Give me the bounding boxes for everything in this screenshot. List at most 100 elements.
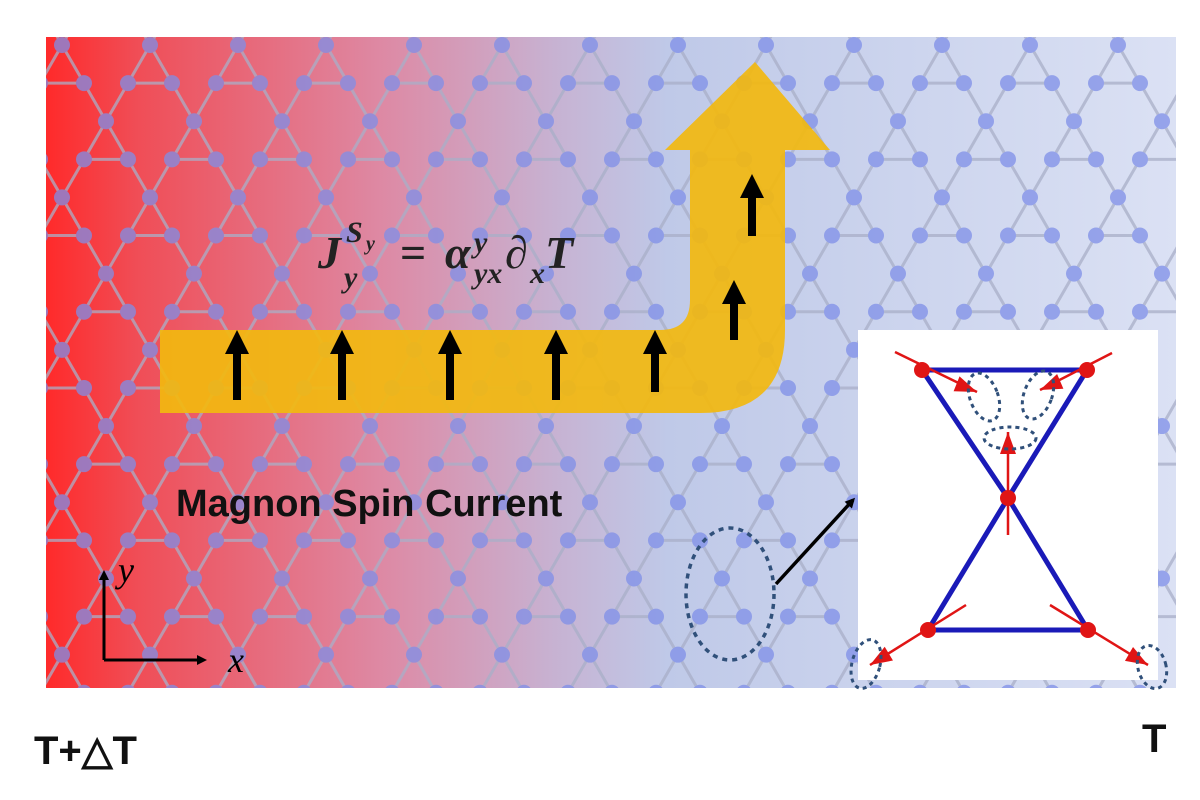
lattice-site (1045, 684, 1059, 688)
lattice-site (890, 265, 906, 282)
lattice-site (472, 303, 488, 320)
lattice-site (208, 151, 224, 168)
lattice-site (0, 380, 4, 396)
lattice-site (362, 723, 378, 739)
lattice-site (120, 532, 136, 549)
lattice-site (912, 151, 928, 168)
lattice-site (46, 382, 48, 394)
lattice-site (208, 75, 224, 92)
lattice-site (253, 684, 267, 688)
lattice-site (1000, 75, 1016, 92)
lattice-site (428, 151, 444, 168)
lattice-site (164, 75, 180, 92)
lattice-site (0, 532, 4, 548)
pointer-arrow (774, 497, 856, 586)
spin-configuration-inset (849, 330, 1169, 691)
lattice-site (582, 189, 598, 206)
lattice-site (517, 684, 531, 688)
lattice-site (472, 151, 488, 168)
lattice-site (54, 646, 70, 663)
lattice-site (824, 379, 840, 396)
lattice-site (274, 723, 290, 739)
lattice-site (76, 227, 92, 244)
lattice-site (648, 761, 664, 777)
lattice-site (1089, 684, 1103, 688)
lattice-site (1044, 227, 1060, 244)
lattice-site (825, 684, 839, 688)
lattice-site (560, 151, 576, 168)
lattice-site (648, 303, 664, 320)
lattice-site (164, 761, 180, 777)
lattice-site (934, 189, 950, 206)
cold-side-temperature-label: T (1142, 717, 1166, 761)
lattice-site (604, 227, 620, 244)
lattice-site (780, 608, 796, 625)
lattice-site (318, 646, 334, 663)
lattice-site (692, 761, 708, 777)
lattice-site (912, 227, 928, 244)
lattice-site (1132, 75, 1148, 92)
lattice-site (604, 456, 620, 473)
lattice-site (46, 230, 48, 241)
lattice-site (736, 0, 752, 15)
lattice-site (1176, 0, 1192, 15)
lattice-site (1176, 761, 1192, 777)
lattice-site (516, 151, 532, 168)
lattice-site (560, 456, 576, 473)
lattice-site (362, 113, 378, 130)
lattice-site (450, 265, 466, 282)
lattice-site (54, 341, 70, 358)
inset-spin-arrows (869, 350, 1149, 667)
lattice-site (46, 306, 48, 318)
lattice-site (274, 418, 290, 435)
lattice-site (538, 723, 554, 739)
lattice-site (252, 761, 268, 777)
lattice-site (428, 75, 444, 92)
lattice-site (561, 684, 575, 688)
lattice-site (76, 151, 92, 168)
lattice-site (0, 0, 4, 15)
lattice-site (1132, 151, 1148, 168)
lattice-site (46, 687, 47, 688)
lattice-site (824, 151, 840, 168)
lattice-site (846, 37, 862, 53)
lattice-site (605, 684, 619, 688)
lattice-site (516, 0, 532, 15)
lattice-site (1132, 0, 1148, 15)
lattice-site (230, 494, 246, 511)
lattice-site (648, 532, 664, 549)
lattice-site (582, 646, 598, 663)
lattice-site (142, 341, 158, 358)
lattice-site (868, 761, 884, 777)
lattice-site (406, 494, 422, 511)
lattice-site (98, 570, 114, 587)
lattice-site (1132, 303, 1148, 320)
lattice-site (956, 75, 972, 92)
lattice-site (0, 304, 4, 320)
lattice-site (296, 227, 312, 244)
lattice-site (1044, 0, 1060, 15)
lattice-site (957, 684, 971, 688)
lattice-site (142, 37, 158, 53)
lattice-site (120, 227, 136, 244)
lattice-site (912, 75, 928, 92)
spin-sites (914, 362, 1096, 638)
lattice-site (384, 0, 400, 15)
lattice-site (912, 761, 928, 777)
lattice-site (560, 761, 576, 777)
lattice-site (10, 266, 26, 282)
diagram-title: Magnon Spin Current (176, 483, 563, 525)
lattice-site (385, 684, 399, 688)
lattice-site (1022, 189, 1038, 206)
lattice-site (538, 113, 554, 130)
lattice-site (428, 456, 444, 473)
lattice-site (208, 532, 224, 549)
lattice-site (0, 228, 4, 244)
lattice-site (46, 535, 48, 546)
lattice-site (802, 723, 818, 739)
lattice-site (1176, 380, 1192, 396)
lattice-site (560, 303, 576, 320)
lattice-site (1000, 303, 1016, 320)
lattice-site (516, 532, 532, 549)
lattice-site (186, 113, 202, 130)
